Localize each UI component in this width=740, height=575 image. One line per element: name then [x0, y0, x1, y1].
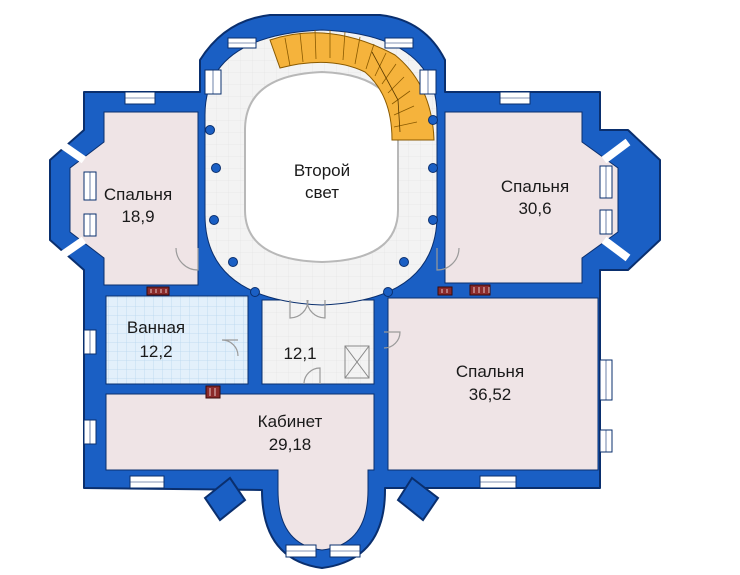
hall-area: 12,1: [283, 344, 316, 363]
window-icon: [599, 359, 613, 401]
window-icon: [599, 165, 613, 199]
bedroom-left-floor: [69, 111, 199, 286]
door-swing-icon: [436, 247, 460, 271]
column-icon: [383, 287, 393, 297]
radiator-icon: [146, 286, 170, 296]
window-icon: [83, 329, 97, 355]
window-icon: [599, 209, 613, 235]
window-icon: [479, 475, 517, 489]
column-group: [205, 115, 438, 297]
bedroom-right-area: 30,6: [518, 199, 551, 218]
window-icon: [599, 429, 613, 453]
column-icon: [428, 163, 438, 173]
radiator-icon: [437, 286, 453, 296]
room-labels: Спальня 18,9 Второй свет Спальня 30,6 Ва…: [104, 161, 569, 454]
wall-stub-left: [203, 476, 247, 522]
bedroom-left-name: Спальня: [104, 185, 172, 204]
wall-stub-right: [396, 476, 440, 522]
column-icon: [428, 115, 438, 125]
column-icon: [228, 257, 238, 267]
window-icon: [329, 544, 361, 558]
radiator-icon: [205, 385, 221, 399]
radiator-icon: [469, 284, 491, 296]
column-icon: [399, 257, 409, 267]
column-icon: [209, 215, 219, 225]
bedroom-right-name: Спальня: [501, 177, 569, 196]
door-group: [175, 247, 460, 385]
bathroom-name: Ванная: [127, 318, 185, 337]
window-icon: [55, 236, 87, 262]
window-icon: [419, 69, 437, 95]
window-icon: [227, 37, 257, 49]
bedroom-left-area: 18,9: [121, 207, 154, 226]
room-interiors: [69, 29, 619, 551]
column-icon: [250, 287, 260, 297]
second-light-name-line1: Второй: [294, 161, 350, 180]
ventilation-shaft-icon: [344, 345, 370, 379]
window-icon: [384, 37, 414, 49]
window-group: [55, 37, 631, 558]
window-icon: [129, 475, 165, 489]
door-swing-icon: [383, 331, 401, 349]
bathroom-area: 12,2: [139, 342, 172, 361]
study-floor: [105, 393, 375, 551]
window-icon: [204, 69, 222, 95]
window-icon: [285, 544, 317, 558]
stairs-icon: [269, 29, 435, 141]
door-swing-icon: [306, 299, 326, 319]
door-swing-icon: [221, 339, 239, 357]
window-icon: [601, 138, 631, 164]
window-icon: [83, 419, 97, 445]
second-light-void: [244, 70, 399, 264]
study-area: 29,18: [269, 435, 312, 454]
bedroom-bottom-area: 36,52: [469, 385, 512, 404]
second-light-name-line2: свет: [305, 183, 339, 202]
window-icon: [55, 138, 87, 164]
window-icon: [601, 236, 631, 262]
column-icon: [205, 125, 215, 135]
bedroom-bottom-name: Спальня: [456, 362, 524, 381]
column-icon: [428, 215, 438, 225]
window-icon: [124, 91, 156, 105]
bedroom-bottom-floor: [387, 297, 599, 471]
window-icon: [83, 213, 97, 237]
door-swing-icon: [175, 247, 199, 271]
radiator-group: [146, 284, 491, 399]
bedroom-right-floor: [444, 111, 619, 284]
window-icon: [499, 91, 531, 105]
window-icon: [83, 171, 97, 201]
hall-floor: [261, 299, 375, 385]
door-swing-icon: [303, 367, 321, 385]
study-name: Кабинет: [258, 412, 323, 431]
column-icon: [211, 163, 221, 173]
